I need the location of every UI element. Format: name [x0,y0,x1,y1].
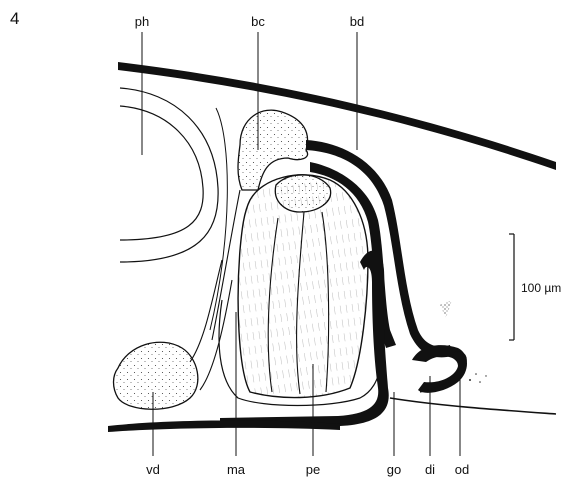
figure-number: 4 [10,9,19,28]
body-wall-bottom-line [390,398,556,414]
scale-bar-label: 100 µm [521,281,561,295]
label-od: od [455,462,469,477]
scale-bar [509,234,514,340]
label-pe: pe [306,462,320,477]
label-bc: bc [251,14,265,29]
body-wall-bottom [108,420,340,432]
label-ma: ma [227,462,246,477]
label-go: go [387,462,401,477]
label-ph: ph [135,14,149,29]
label-di: di [425,462,435,477]
pharynx [120,88,227,330]
label-bd: bd [350,14,364,29]
label-vd: vd [146,462,160,477]
penis [238,175,368,398]
vas-deferens [114,260,233,409]
